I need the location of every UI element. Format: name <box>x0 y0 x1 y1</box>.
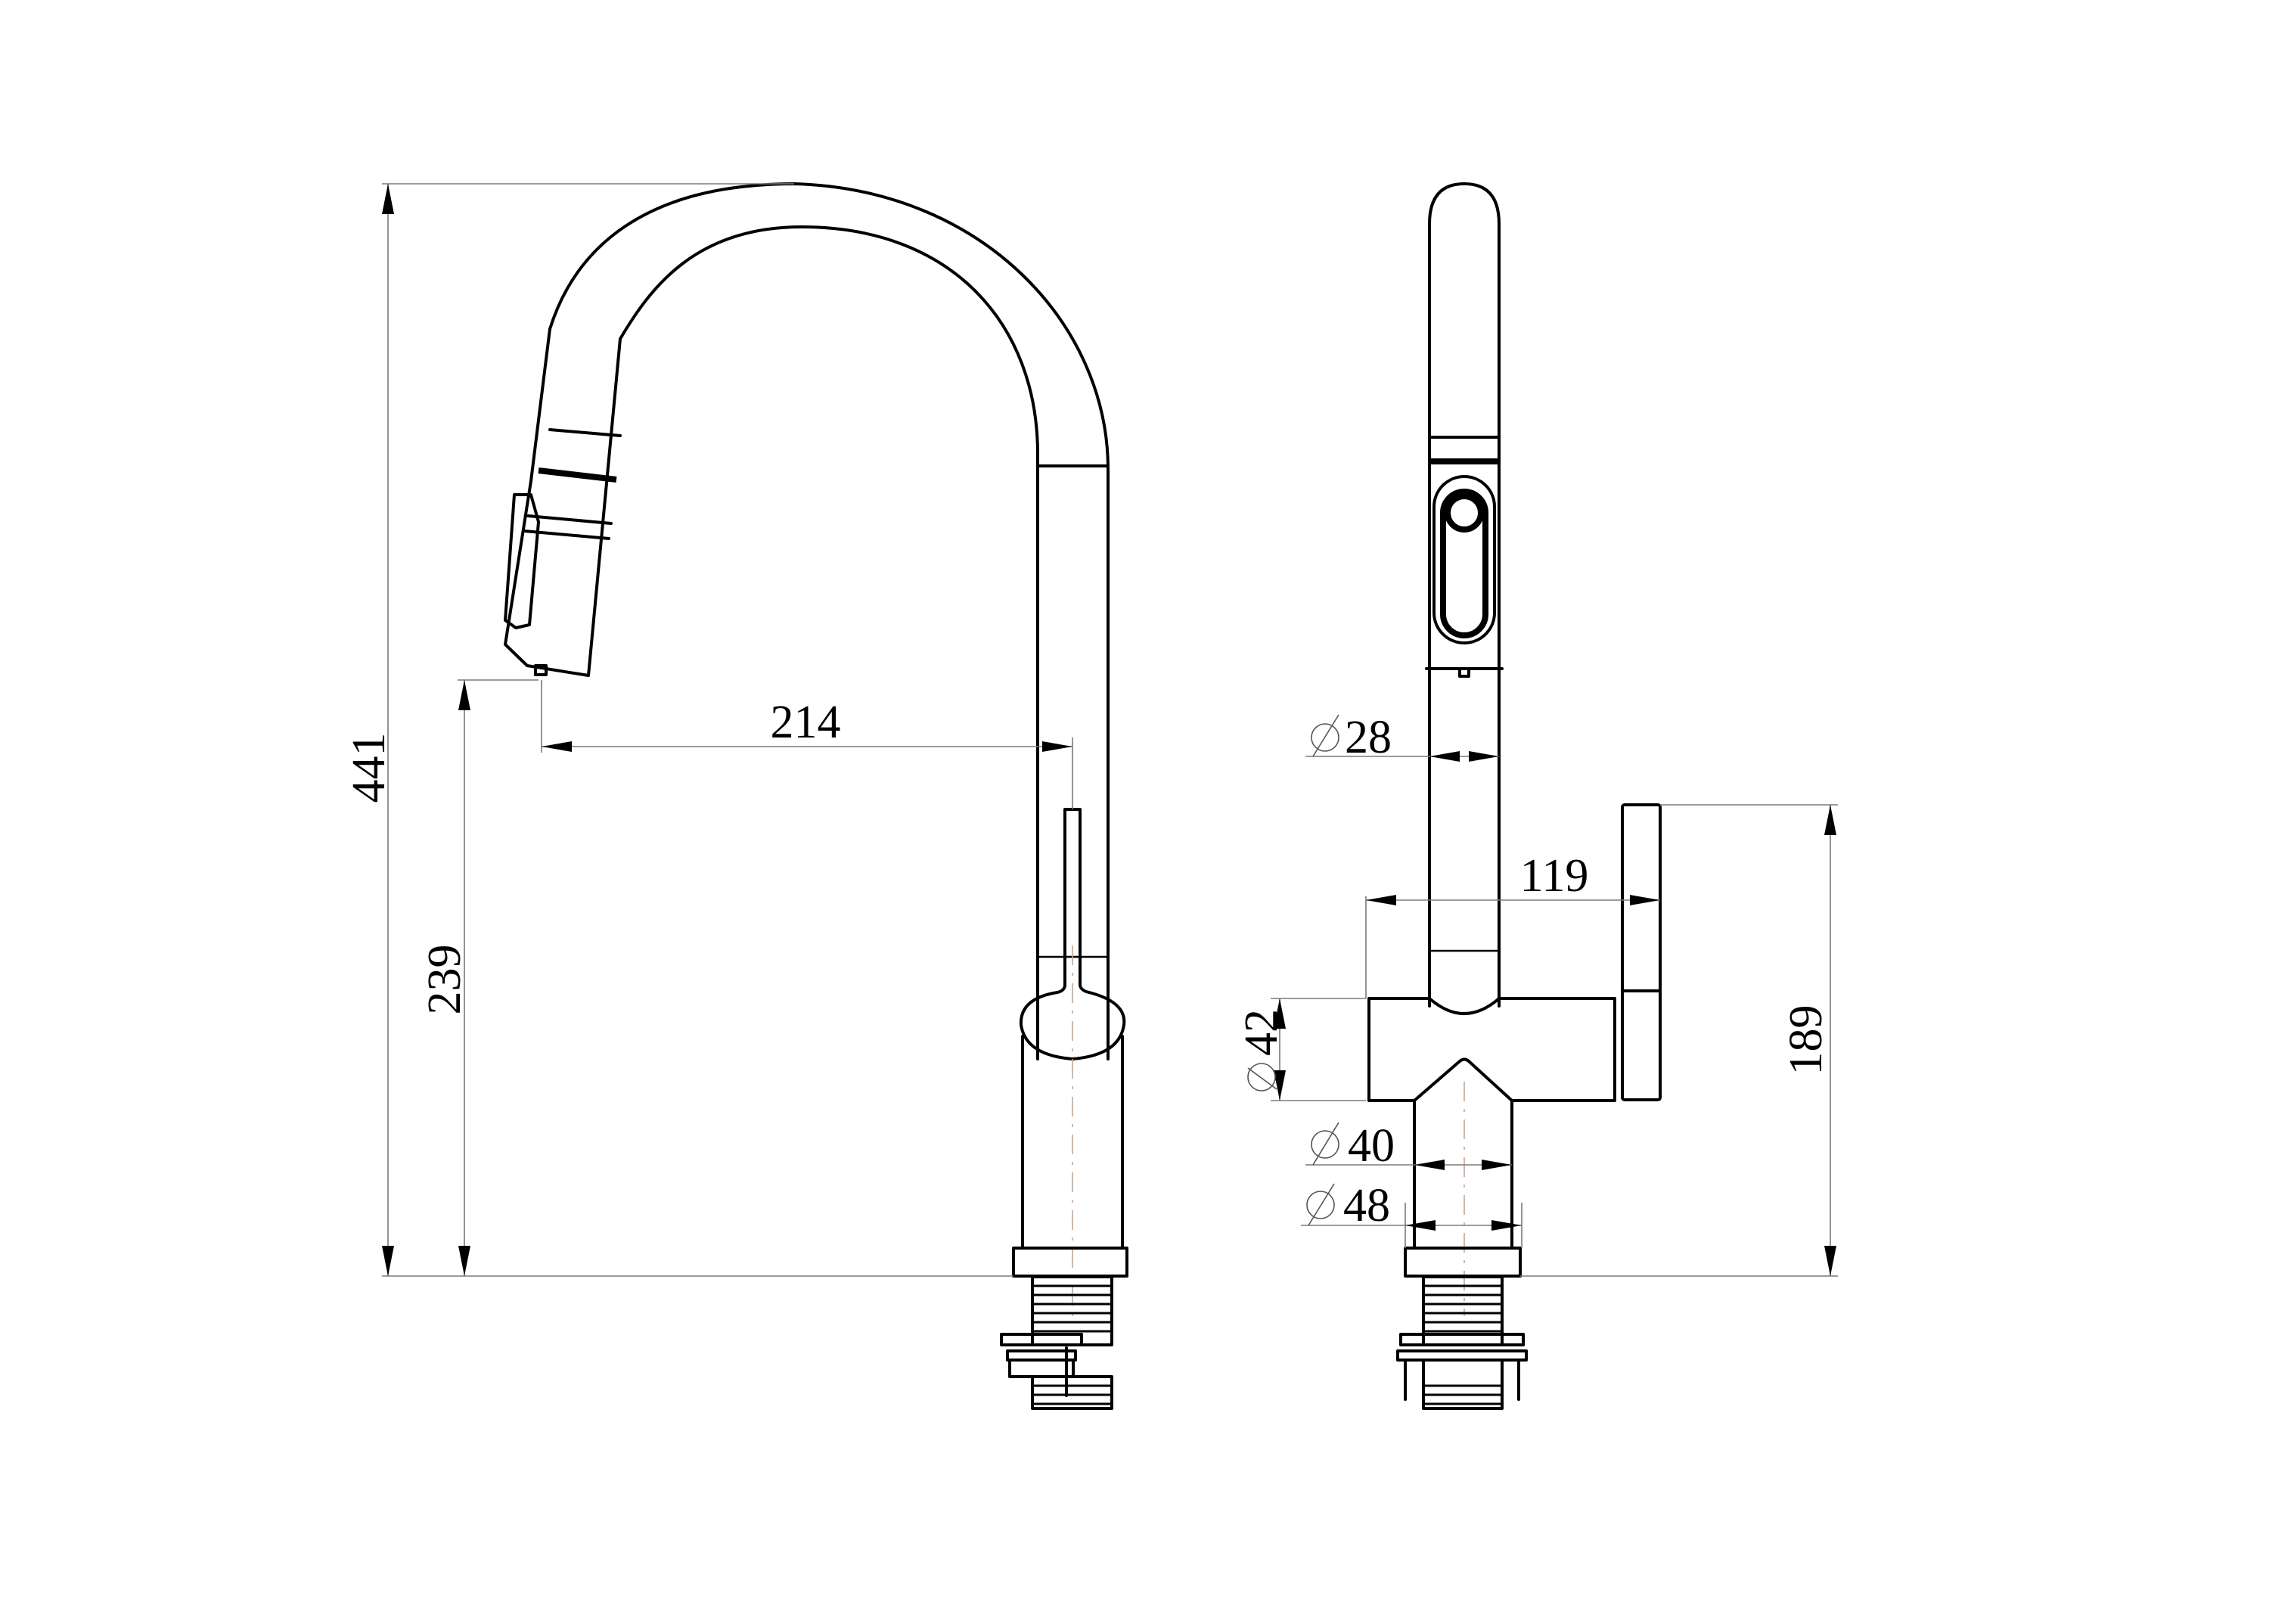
spray-nozzle <box>1458 667 1470 678</box>
spray-head-line <box>526 514 613 525</box>
arrow-icon <box>382 184 394 214</box>
base-flange <box>1012 1247 1128 1278</box>
arrow-icon <box>1491 1220 1522 1231</box>
arrow-icon <box>1405 1220 1436 1231</box>
spout-side <box>1428 182 1501 1008</box>
base-flange <box>1404 1247 1522 1278</box>
arrow-icon <box>1469 751 1499 762</box>
dim-label-441: 441 <box>343 733 395 803</box>
dim-label-28: 28 <box>1345 712 1392 763</box>
arrow-icon <box>1414 1160 1445 1170</box>
lever-handle <box>1019 808 1126 1060</box>
diameter-icon <box>1247 1067 1277 1090</box>
arrow-icon <box>1482 1160 1512 1170</box>
spout-inner-arc <box>619 225 1039 1011</box>
dimensions <box>382 183 1838 1277</box>
dim-label-48: 48 <box>1343 1180 1390 1231</box>
spray-head-ring <box>538 467 617 483</box>
arrow-icon <box>1429 751 1460 762</box>
dim-label-189: 189 <box>1780 1005 1832 1076</box>
nut <box>1008 1359 1075 1378</box>
washer <box>1000 1333 1083 1346</box>
spray-nozzle <box>534 664 548 676</box>
handle-side <box>1621 803 1662 1101</box>
diameter-icon <box>1311 723 1339 752</box>
diameter-icon <box>1308 1183 1335 1226</box>
arrow-icon <box>1824 805 1836 835</box>
arrow-icon <box>458 680 470 710</box>
arrow-icon <box>542 741 572 752</box>
diameter-icon <box>1312 1122 1339 1166</box>
arrow-icon <box>1274 998 1286 1029</box>
diameter-icon <box>1247 1063 1276 1091</box>
dimension-labels: 441 239 214 28 119 42 40 48 189 <box>343 697 1832 1231</box>
arrow-icon <box>1042 741 1072 752</box>
arrow-icon <box>458 1246 470 1276</box>
arrow-icon <box>382 1246 394 1276</box>
spout-outer-arc <box>548 182 1110 1011</box>
diameter-icon <box>1312 714 1339 757</box>
spray-button-top <box>1445 493 1484 533</box>
spray-button-face <box>1432 475 1496 644</box>
body-saddle <box>1413 1057 1513 1102</box>
spray-button-slot <box>1440 489 1488 638</box>
threaded-shank <box>1000 1275 1113 1410</box>
dim-label-239: 239 <box>419 945 470 1015</box>
arrow-icon <box>1274 1070 1286 1101</box>
spray-head-body <box>504 328 622 677</box>
arrow-icon <box>1630 895 1660 905</box>
side-view <box>1367 182 1662 1410</box>
dim-label-119: 119 <box>1520 850 1589 902</box>
dim-label-40: 40 <box>1348 1120 1395 1172</box>
washer <box>1399 1333 1525 1346</box>
dim-label-42: 42 <box>1236 1009 1287 1056</box>
threaded-shank <box>1396 1275 1528 1410</box>
spray-head-band <box>548 428 622 437</box>
arrow-icon <box>1824 1246 1836 1276</box>
spray-button <box>504 493 540 629</box>
diameter-icon <box>1306 1191 1335 1219</box>
front-view <box>504 182 1128 1410</box>
diameter-icon <box>1311 1130 1339 1159</box>
arrow-icon <box>1366 895 1396 905</box>
dim-label-214: 214 <box>771 697 841 748</box>
